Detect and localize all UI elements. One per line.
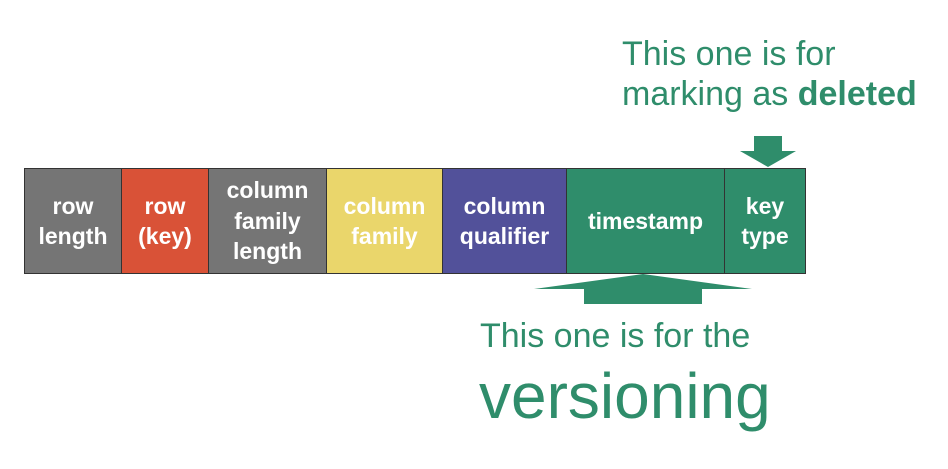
segment-label-line: column <box>226 177 309 204</box>
key-type-annotation-line2: marking as deleted <box>622 74 917 114</box>
segment-row-length: row length <box>25 169 122 273</box>
key-type-arrow-down-icon <box>740 136 796 167</box>
segment-label-line: family <box>351 223 418 249</box>
segment-label-line: timestamp <box>587 207 704 234</box>
segment-label: row (key) <box>138 191 192 252</box>
segment-label-line: column <box>343 192 426 219</box>
segment-column-family-length: column family length <box>209 169 327 273</box>
segment-column-family: column family <box>327 169 443 273</box>
key-type-annotation: This one is for marking as deleted <box>622 34 917 114</box>
segment-label-line: qualifier <box>459 223 550 249</box>
segment-key-type: key type <box>725 169 805 273</box>
segment-label-line: length <box>38 223 108 249</box>
segment-row-key: row (key) <box>122 169 209 273</box>
segment-column-qualifier: column qualifier <box>443 169 567 273</box>
segment-label-line: (key) <box>138 223 192 249</box>
key-type-annotation-line1: This one is for <box>622 35 836 73</box>
segment-label-line: type <box>741 223 789 249</box>
segment-label-line: length <box>233 238 302 265</box>
segment-label: column qualifier <box>460 191 549 252</box>
segment-label-line: column <box>463 192 546 219</box>
segment-label: row length <box>39 191 108 252</box>
segment-label-line: family <box>234 207 301 234</box>
segment-label-line: key <box>745 192 785 219</box>
timestamp-arrow-up-icon <box>534 274 752 304</box>
segment-label: timestamp <box>588 206 703 236</box>
timestamp-annotation-line2: versioning <box>479 360 771 432</box>
segment-label: column family length <box>227 175 309 266</box>
segment-label: key type <box>741 191 788 252</box>
timestamp-annotation-line1: This one is for the <box>480 317 751 355</box>
segment-label-line: row <box>144 192 186 219</box>
segment-label: column family <box>344 191 426 252</box>
segment-label-line: row <box>52 192 94 219</box>
key-type-annotation-emphasis: deleted <box>797 75 917 114</box>
keyvalue-key-structure-bar: row length row (key) column family length co… <box>24 168 806 274</box>
key-type-annotation-prefix: marking as <box>622 75 798 114</box>
segment-timestamp: timestamp <box>567 169 725 273</box>
